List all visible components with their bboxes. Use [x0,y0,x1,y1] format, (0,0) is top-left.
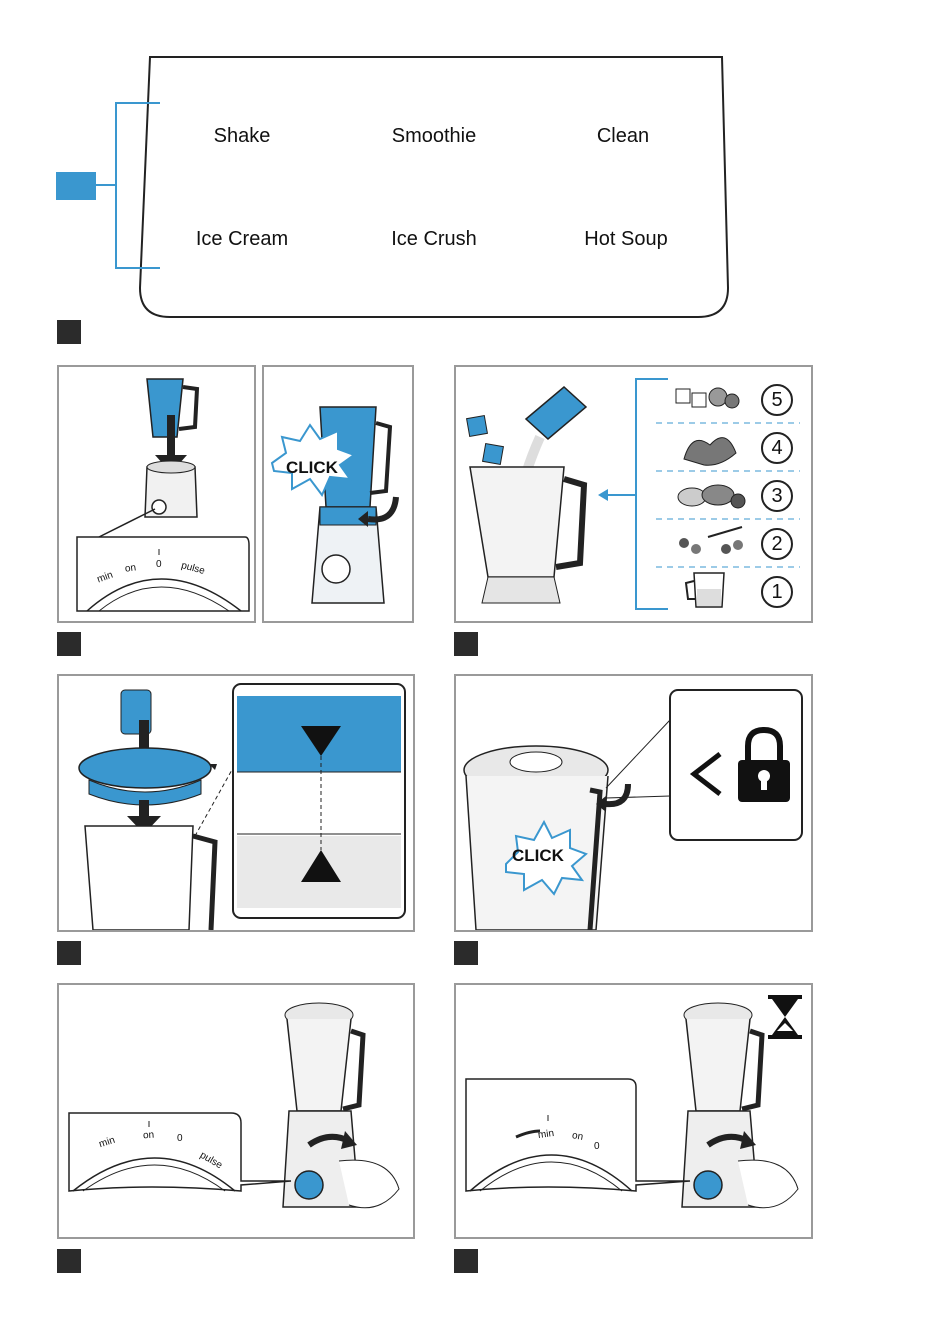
dial-label-min: min [537,1128,554,1141]
liquid-cup-icon [686,573,724,607]
fill-order-2: 2 [761,528,793,560]
program-hot-soup: Hot Soup [536,228,716,251]
seeds-powder-icon [679,527,743,554]
step-marker [57,1249,81,1273]
frozen-fruit-icon [676,388,739,408]
fill-order-3: 3 [761,480,793,512]
lid-alignment-illustration [59,676,413,930]
step-marker [57,941,81,965]
program-smoothie: Smoothie [344,125,524,148]
dial-label-zero: 0 [594,1141,600,1152]
program-display-panel [0,0,933,320]
panel-wait: min on 0 [454,983,813,1239]
fill-order-4: 4 [761,432,793,464]
panel-place-jug: min on 0 pulse [57,365,256,623]
click-label: CLICK [512,846,564,866]
program-indicator [56,172,96,200]
dial-label-zero: 0 [177,1133,183,1144]
dial-label-on: on [124,562,137,574]
panel-click-jug: CLICK [262,365,414,623]
program-ice-cream: Ice Cream [152,228,332,251]
dial-label-zero: 0 [156,559,162,570]
dial-label-on: on [571,1130,584,1143]
panel-fill-order: 5 4 3 2 1 [454,365,813,623]
step-marker [454,632,478,656]
jug-click-illustration [264,367,412,621]
step-marker [57,632,81,656]
fill-order-5: 5 [761,384,793,416]
click-label: CLICK [286,458,338,478]
leafy-greens-icon [684,438,736,466]
hourglass-icon [768,995,802,1039]
lock-lid-illustration [456,676,811,930]
program-ice-crush: Ice Crush [344,228,524,251]
panel-align-lid [57,674,415,932]
wait-illustration [456,985,811,1237]
step-marker [454,1249,478,1273]
program-shake: Shake [152,125,332,148]
turn-dial-illustration [59,985,413,1237]
vegetables-icon [678,485,745,508]
panel-turn-dial: min on 0 pulse [57,983,415,1239]
jug-on-base-illustration [59,367,254,621]
panel-lock-lid: CLICK [454,674,813,932]
fill-jug-illustration [456,367,811,621]
fill-order-1: 1 [761,576,793,608]
program-clean: Clean [533,125,713,148]
dial-label-on: on [143,1130,155,1142]
step-marker [454,941,478,965]
step-marker [57,320,81,344]
